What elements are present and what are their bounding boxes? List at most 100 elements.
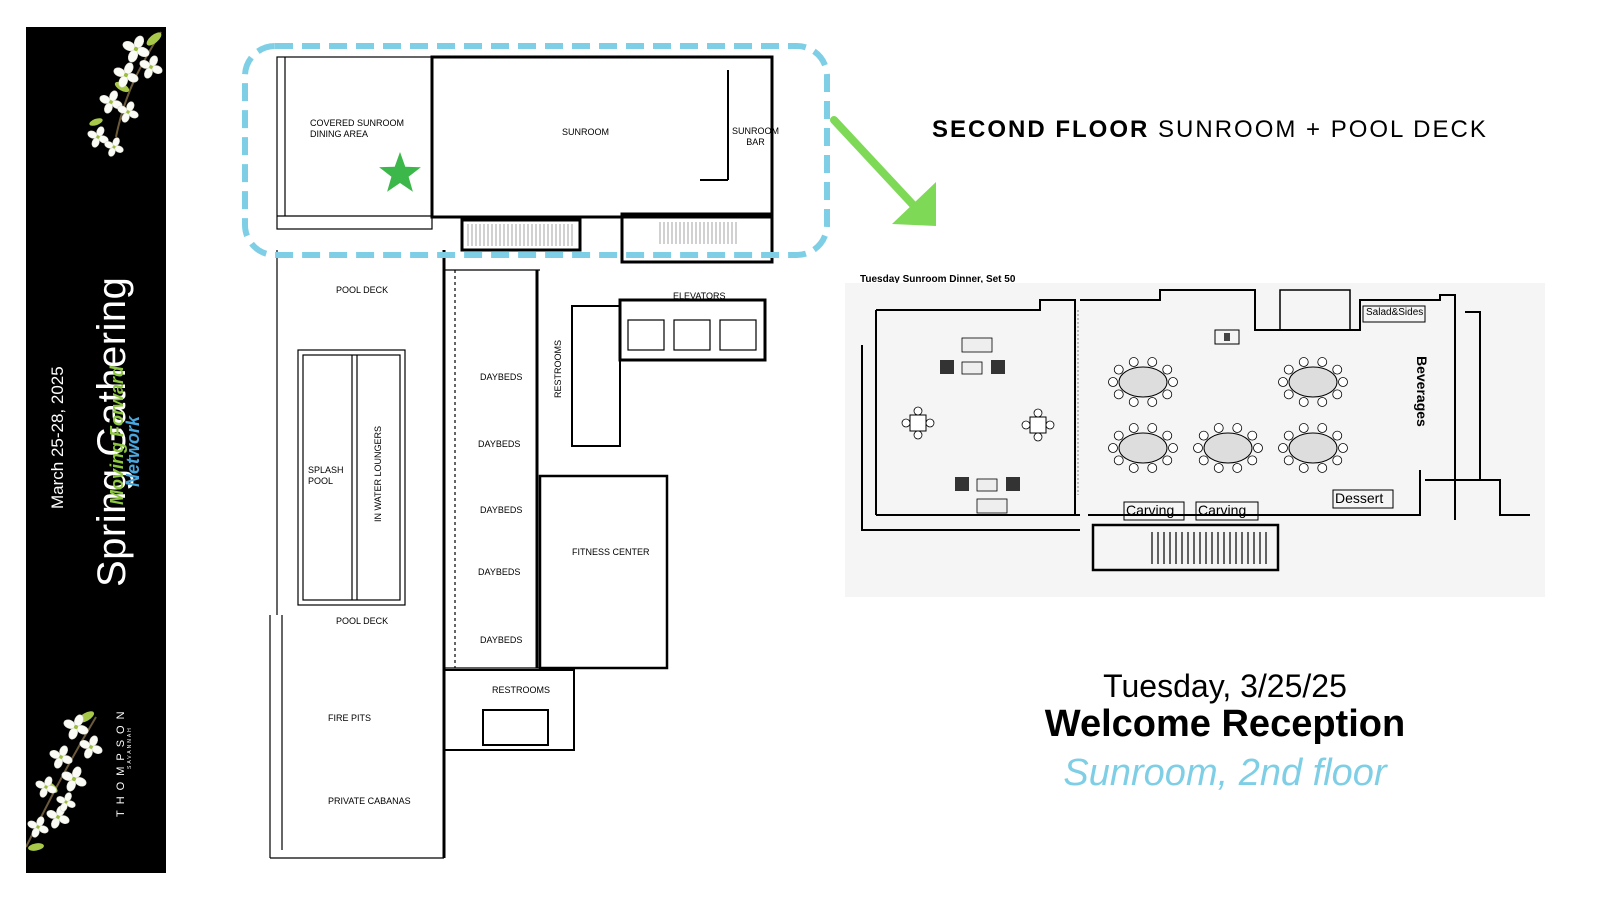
dogwood-flower — [63, 714, 89, 740]
round-tables — [1108, 357, 1348, 473]
chair — [1278, 377, 1288, 387]
chair — [1278, 443, 1288, 453]
flower-center — [96, 135, 100, 139]
station-salad-sides: Salad&Sides — [1366, 307, 1424, 318]
chair — [1298, 463, 1309, 473]
table-with-chairs — [1108, 357, 1178, 407]
label-splash-pool: SPLASH POOL — [308, 465, 344, 486]
staircase-2 — [620, 212, 774, 264]
label-sunroom-bar: SUNROOM BAR — [732, 126, 779, 147]
label-daybeds-1: DAYBEDS — [480, 372, 523, 382]
coffee-table — [961, 361, 983, 375]
sofa — [961, 337, 993, 353]
dogwood-flower — [104, 137, 124, 157]
floorplan-walls — [269, 55, 774, 859]
table — [909, 414, 927, 432]
splash-pool — [297, 349, 406, 606]
leaf — [28, 843, 44, 851]
chair — [1232, 463, 1243, 473]
chair — [1283, 389, 1294, 400]
chair — [1147, 463, 1158, 473]
setplan-panel — [845, 283, 1545, 597]
cocktail-table — [901, 406, 935, 440]
chair — [1193, 443, 1203, 453]
chair — [1213, 463, 1224, 473]
dogwood-flower — [35, 776, 57, 798]
stool — [901, 418, 911, 428]
chair — [1162, 430, 1173, 441]
chair — [1128, 463, 1139, 473]
flower-center — [112, 145, 116, 149]
setplan-walls — [861, 289, 1530, 572]
label-pool-deck-top: POOL DECK — [336, 285, 389, 295]
setplan-stairs — [1151, 532, 1267, 564]
dogwood-flower — [79, 735, 103, 759]
chair — [1298, 357, 1309, 367]
chair — [1168, 377, 1178, 387]
table — [1029, 416, 1047, 434]
chair — [1253, 443, 1263, 453]
chair — [1198, 455, 1209, 466]
dogwood-flower — [113, 62, 139, 88]
label-sunroom: SUNROOM — [562, 127, 609, 137]
stool — [1045, 420, 1055, 430]
table — [1118, 366, 1168, 398]
dogwood-flower — [139, 55, 163, 79]
station-beverages: Beverages — [1414, 356, 1430, 427]
stool — [913, 430, 923, 440]
dogwood-flower — [27, 816, 49, 838]
label-daybeds-2: DAYBEDS — [478, 439, 521, 449]
coffee-table — [976, 478, 998, 492]
flower-center — [72, 777, 76, 781]
flower-center — [64, 800, 68, 804]
dogwood-flower — [99, 90, 123, 114]
chair — [1113, 389, 1124, 400]
flower-center — [126, 110, 130, 114]
chair — [1232, 423, 1243, 433]
chair — [1283, 430, 1294, 441]
dogwood-flower — [61, 766, 87, 792]
stool — [1033, 408, 1043, 418]
flower-branch-bottom — [26, 711, 103, 851]
label-covered-sunroom: COVERED SUNROOM DINING AREA — [310, 118, 405, 139]
table-with-chairs — [1108, 423, 1178, 473]
leaf — [89, 118, 103, 126]
label-elevators: ELEVATORS — [673, 291, 726, 301]
flower-center — [124, 73, 128, 77]
setplan-caption: Tuesday Sunroom Dinner, Set 50 — [860, 274, 1016, 285]
floor-heading-bold: SECOND FLOOR — [932, 116, 1150, 143]
chair — [1213, 423, 1224, 433]
label-daybeds-5: DAYBEDS — [480, 635, 523, 645]
chair — [1113, 364, 1124, 375]
flower-center — [149, 65, 153, 69]
chair — [1113, 455, 1124, 466]
floor-heading: SECOND FLOOR SUNROOM + POOL DECK — [932, 116, 1488, 144]
dogwood-flower — [122, 35, 150, 63]
chair — [1108, 377, 1118, 387]
flower-branch-top — [87, 31, 163, 157]
flower-center — [44, 785, 48, 789]
label-daybeds-4: DAYBEDS — [478, 567, 521, 577]
chair — [1162, 364, 1173, 375]
flower-center — [59, 755, 63, 759]
armchair — [1006, 477, 1020, 491]
chair — [1147, 397, 1158, 407]
green-arrow-icon — [830, 116, 936, 226]
table — [1288, 366, 1338, 398]
stool — [913, 406, 923, 416]
chair — [1147, 357, 1158, 367]
event-name: Welcome Reception — [1044, 703, 1406, 745]
flower-center — [89, 745, 93, 749]
sunroom-highlight-outline — [242, 43, 830, 258]
chair — [1332, 364, 1343, 375]
chair — [1128, 397, 1139, 407]
armchair — [955, 477, 969, 491]
dogwood-flower — [56, 792, 76, 812]
table — [1288, 432, 1338, 464]
podium-icon — [1214, 329, 1240, 345]
label-private-cabanas: PRIVATE CABANAS — [328, 796, 411, 806]
station-carving-2: Carving — [1198, 502, 1247, 518]
label-fire-pits: FIRE PITS — [328, 713, 372, 723]
chair — [1247, 455, 1258, 466]
flower-center — [74, 725, 78, 729]
